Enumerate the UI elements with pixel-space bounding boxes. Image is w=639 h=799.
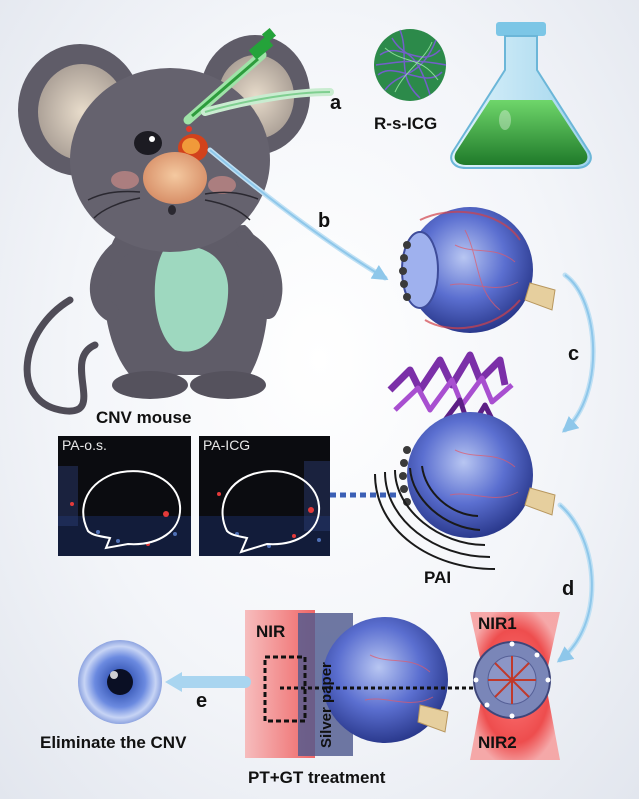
eyeball-illustration-1 [399, 207, 556, 333]
pa-signal-arcs [374, 465, 496, 570]
pai-label: PAI [424, 568, 452, 587]
step-label-c: c [568, 343, 580, 365]
pa-icg-panel: PA-ICG [199, 436, 330, 556]
cnv-mouse-illustration [18, 35, 310, 415]
pa-os-title: PA-o.s. [62, 437, 107, 453]
step-label-e: e [196, 690, 208, 712]
nanoparticle-cross-section [473, 641, 551, 719]
syringe-icon [183, 27, 277, 125]
nir-label: NIR [256, 622, 286, 641]
pa-os-panel: PA-o.s. [58, 436, 191, 556]
step-label-d: d [562, 578, 575, 600]
nir1-label: NIR1 [478, 614, 517, 633]
mouse-label: CNV mouse [96, 408, 192, 427]
nanoparticle-label: R-s-ICG [374, 114, 438, 133]
treatment-label: PT+GT treatment [248, 768, 386, 787]
nir2-label: NIR2 [478, 733, 517, 752]
silver-paper-label: Silver paper [318, 662, 335, 748]
flask-icon [450, 22, 592, 169]
pa-icg-image [199, 461, 330, 556]
result-label: Eliminate the CNV [40, 733, 187, 752]
step-label-a: a [330, 92, 342, 114]
eyeball-illustration-2 [399, 412, 556, 538]
step-label-b: b [318, 210, 331, 232]
nanoparticle-icon [374, 29, 447, 101]
pa-os-image [58, 466, 191, 556]
healthy-eye-icon [78, 640, 162, 724]
pa-icg-title: PA-ICG [203, 437, 251, 453]
eyeball-illustration-3 [322, 617, 449, 743]
